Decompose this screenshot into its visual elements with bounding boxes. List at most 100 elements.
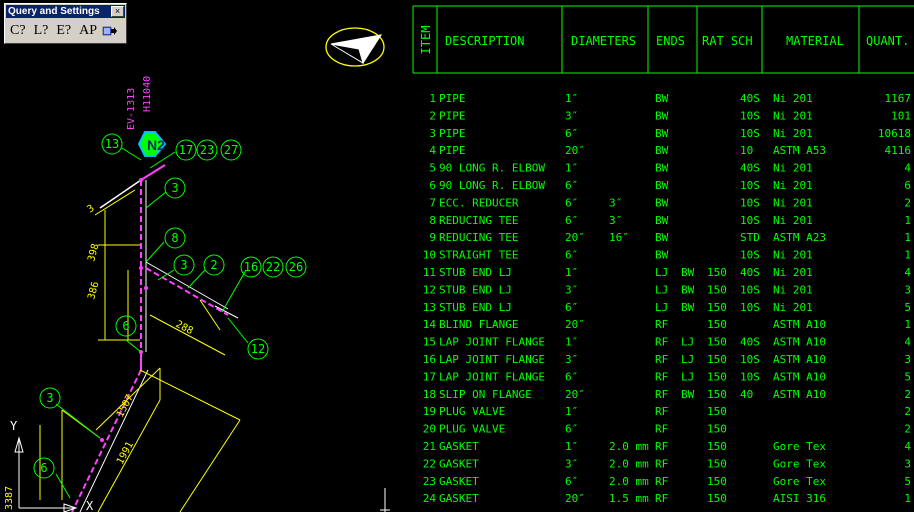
dimension-line: [199, 299, 221, 331]
bom-cell-diameter-1: 1″: [565, 440, 578, 453]
pipe-segment-lower: [71, 369, 142, 512]
bom-cell-rating: 150: [707, 457, 727, 470]
bom-cell-quantity: 2: [904, 405, 911, 418]
bom-cell-quantity: 3: [904, 353, 911, 366]
bom-cell-quantity: 2: [904, 423, 911, 436]
bom-cell-item: 8: [429, 214, 436, 227]
reference-bubble-circle: [203, 254, 225, 276]
bom-cell-diameter-1: 20″: [565, 231, 585, 244]
bom-cell-description: PIPE: [439, 144, 466, 157]
bom-cell-item: 9: [429, 231, 436, 244]
bom-cell-diameter-1: 20″: [565, 388, 585, 401]
bom-cell-material: ASTM A10: [773, 336, 826, 349]
reference-bubble-circle: [115, 315, 137, 337]
bom-cell-diameter-1: 1″: [565, 336, 578, 349]
bom-cell-diameter-1: 20″: [565, 144, 585, 157]
bom-cell-material: AISI 316: [773, 492, 826, 505]
reference-bubble-circle: [196, 139, 218, 161]
reference-bubble-label: 27: [224, 143, 238, 157]
dimension-text: 3387: [4, 486, 15, 510]
bom-cell-diameter-1: 6″: [565, 370, 578, 383]
bom-header-diameters: DIAMETERS: [571, 34, 636, 48]
bom-cell-end-2: BW: [681, 283, 695, 296]
export-arrow-icon[interactable]: [102, 25, 118, 37]
bom-cell-schedule: 10S: [740, 370, 760, 383]
bom-cell-quantity: 4: [904, 162, 911, 175]
bom-cell-diameter-1: 3″: [565, 109, 578, 122]
bom-cell-quantity: 1: [904, 214, 911, 227]
bom-cell-description: LAP JOINT FLANGE: [439, 336, 545, 349]
bom-cell-material: Ni 201: [773, 266, 813, 279]
bom-cell-schedule: STD: [740, 231, 760, 244]
leader-line: [145, 241, 165, 263]
bom-cell-diameter-1: 3″: [565, 283, 578, 296]
query-settings-toolbar[interactable]: Query and Settings × C? L? E? AP: [4, 3, 127, 44]
bom-cell-item: 19: [423, 405, 436, 418]
bom-cell-diameter-1: 20″: [565, 318, 585, 331]
bom-cell-end-1: RF: [655, 475, 668, 488]
bom-cell-item: 18: [423, 388, 436, 401]
toolbar-close-button[interactable]: ×: [111, 6, 124, 17]
bom-header-description: DESCRIPTION: [445, 34, 524, 48]
reference-bubble-circle: [101, 133, 123, 155]
bom-cell-quantity: 3: [904, 283, 911, 296]
bom-cell-end-1: BW: [655, 127, 669, 140]
dimension-text: 398: [86, 242, 101, 262]
bom-cell-quantity: 4: [904, 266, 911, 279]
bom-cell-diameter-1: 6″: [565, 127, 578, 140]
reference-bubble-label: 3: [180, 258, 187, 272]
reference-bubble-label: 16: [244, 260, 258, 274]
query-component-button[interactable]: C?: [10, 23, 26, 38]
bom-cell-quantity: 5: [904, 301, 911, 314]
bom-cell-description: PIPE: [439, 127, 466, 140]
bom-cell-item: 16: [423, 353, 436, 366]
weld-point: [139, 178, 143, 182]
bom-cell-rating: 150: [707, 405, 727, 418]
bom-cell-material: Ni 201: [773, 196, 813, 209]
weld-point: [139, 266, 143, 270]
bom-cell-item: 24: [423, 492, 437, 505]
bom-cell-diameter-1: 6″: [565, 179, 578, 192]
bom-cell-schedule: 10S: [740, 196, 760, 209]
bom-cell-rating: 150: [707, 283, 727, 296]
bom-cell-description: 90 LONG R. ELBOW: [439, 179, 545, 192]
bom-cell-end-2: LJ: [681, 370, 694, 383]
dimension-line: [179, 419, 241, 512]
reference-bubble-circle: [247, 338, 269, 360]
bom-cell-item: 17: [423, 370, 436, 383]
ucs-y-label: Y: [10, 419, 18, 433]
query-line-button[interactable]: L?: [33, 23, 49, 38]
bom-cell-end-1: BW: [655, 92, 669, 105]
bom-cell-rating: 150: [707, 423, 727, 436]
bom-cell-end-1: RF: [655, 423, 668, 436]
dimension-text: 386: [86, 280, 101, 300]
apply-settings-button[interactable]: AP: [79, 23, 97, 38]
line-number-label: EV-1313: [126, 88, 137, 130]
dimension-line: [149, 314, 226, 356]
reference-bubble-label: 22: [266, 260, 280, 274]
bom-cell-description: PIPE: [439, 92, 466, 105]
bom-cell-description: REDUCING TEE: [439, 214, 518, 227]
bom-cell-quantity: 1: [904, 318, 911, 331]
bom-cell-rating: 150: [707, 318, 727, 331]
dimension-line: [94, 189, 136, 216]
bom-header-quantity: QUANT.: [866, 34, 909, 48]
bom-cell-diameter-1: 1″: [565, 405, 578, 418]
bom-cell-diameter-1: 1″: [565, 162, 578, 175]
bom-cell-diameter-2: 16″: [609, 231, 629, 244]
bom-cell-end-1: BW: [655, 162, 669, 175]
query-element-button[interactable]: E?: [56, 23, 72, 38]
bom-cell-schedule: 10S: [740, 179, 760, 192]
bom-cell-quantity: 101: [891, 109, 911, 122]
toolbar-title[interactable]: Query and Settings: [6, 5, 125, 18]
dimension-text: 288: [174, 319, 195, 337]
